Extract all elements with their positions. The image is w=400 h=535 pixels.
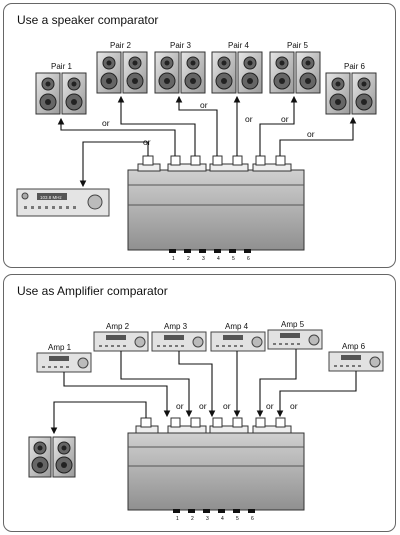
- amplifier-6: [328, 351, 384, 372]
- svg-text:3: 3: [202, 256, 205, 262]
- pair-2-label: Pair 2: [110, 41, 131, 50]
- svg-text:5: 5: [232, 256, 235, 262]
- amplifier-wiring-diagram: 1 2 3 4 5 6: [28, 329, 384, 522]
- svg-text:1: 1: [172, 256, 175, 262]
- speaker-pair-5: [269, 51, 321, 94]
- panel-title: Use a speaker comparator: [17, 13, 159, 27]
- amp-4-label: Amp 4: [225, 322, 249, 331]
- amplifier-5: [267, 329, 323, 350]
- pair-5-label: Pair 5: [287, 41, 308, 50]
- pair-3-label: Pair 3: [170, 41, 191, 50]
- or-label: or: [223, 401, 231, 411]
- or-label: or: [281, 114, 289, 124]
- svg-text:3: 3: [206, 516, 209, 522]
- or-label: or: [176, 401, 184, 411]
- speaker-wiring-diagram: 103.8 MHz 1 2 3 4 5 6: [16, 51, 377, 262]
- svg-text:1: 1: [176, 516, 179, 522]
- pair-1-label: Pair 1: [51, 62, 72, 71]
- or-label: or: [307, 129, 315, 139]
- amplifier-2: [93, 331, 149, 352]
- amp-2-label: Amp 2: [106, 322, 130, 331]
- speaker-pair-3: [154, 51, 206, 94]
- pair-6-label: Pair 6: [344, 62, 365, 71]
- or-label: or: [102, 118, 110, 128]
- amp-1-label: Amp 1: [48, 343, 72, 352]
- amplifier-4: [210, 331, 266, 352]
- pair-4-label: Pair 4: [228, 41, 249, 50]
- or-label: or: [290, 401, 298, 411]
- output-speaker-pair: [28, 436, 76, 478]
- svg-text:4: 4: [221, 516, 224, 522]
- speaker-pair-2: [96, 51, 148, 94]
- or-label: or: [200, 100, 208, 110]
- tuner-display: 103.8 MHz: [40, 195, 63, 200]
- svg-text:2: 2: [187, 256, 190, 262]
- speaker-pair-6: [325, 72, 377, 115]
- comparator-switch-box: 1 2 3 4 5 6: [127, 417, 305, 522]
- or-label: or: [199, 401, 207, 411]
- amp-6-label: Amp 6: [342, 342, 366, 351]
- speaker-comparator-panel: Use a speaker comparator Pair 1 Pair 2 P…: [3, 3, 396, 268]
- tuner-amplifier: 103.8 MHz: [16, 188, 110, 217]
- svg-text:6: 6: [251, 516, 254, 522]
- svg-text:4: 4: [217, 256, 220, 262]
- amplifier-1: [36, 352, 92, 373]
- amp-3-label: Amp 3: [164, 322, 188, 331]
- svg-text:5: 5: [236, 516, 239, 522]
- speaker-pair-1: [35, 72, 87, 115]
- or-label: or: [245, 114, 253, 124]
- comparator-switch-box: 1 2 3 4 5 6: [127, 155, 305, 262]
- or-label: or: [266, 401, 274, 411]
- amplifier-comparator-panel: Use as Amplifier comparator Amp 1 Amp 2 …: [3, 274, 396, 532]
- speaker-pair-4: [211, 51, 263, 94]
- amp-5-label: Amp 5: [281, 320, 305, 329]
- amplifier-3: [151, 331, 207, 352]
- svg-text:2: 2: [191, 516, 194, 522]
- svg-text:6: 6: [247, 256, 250, 262]
- panel-title: Use as Amplifier comparator: [17, 284, 168, 298]
